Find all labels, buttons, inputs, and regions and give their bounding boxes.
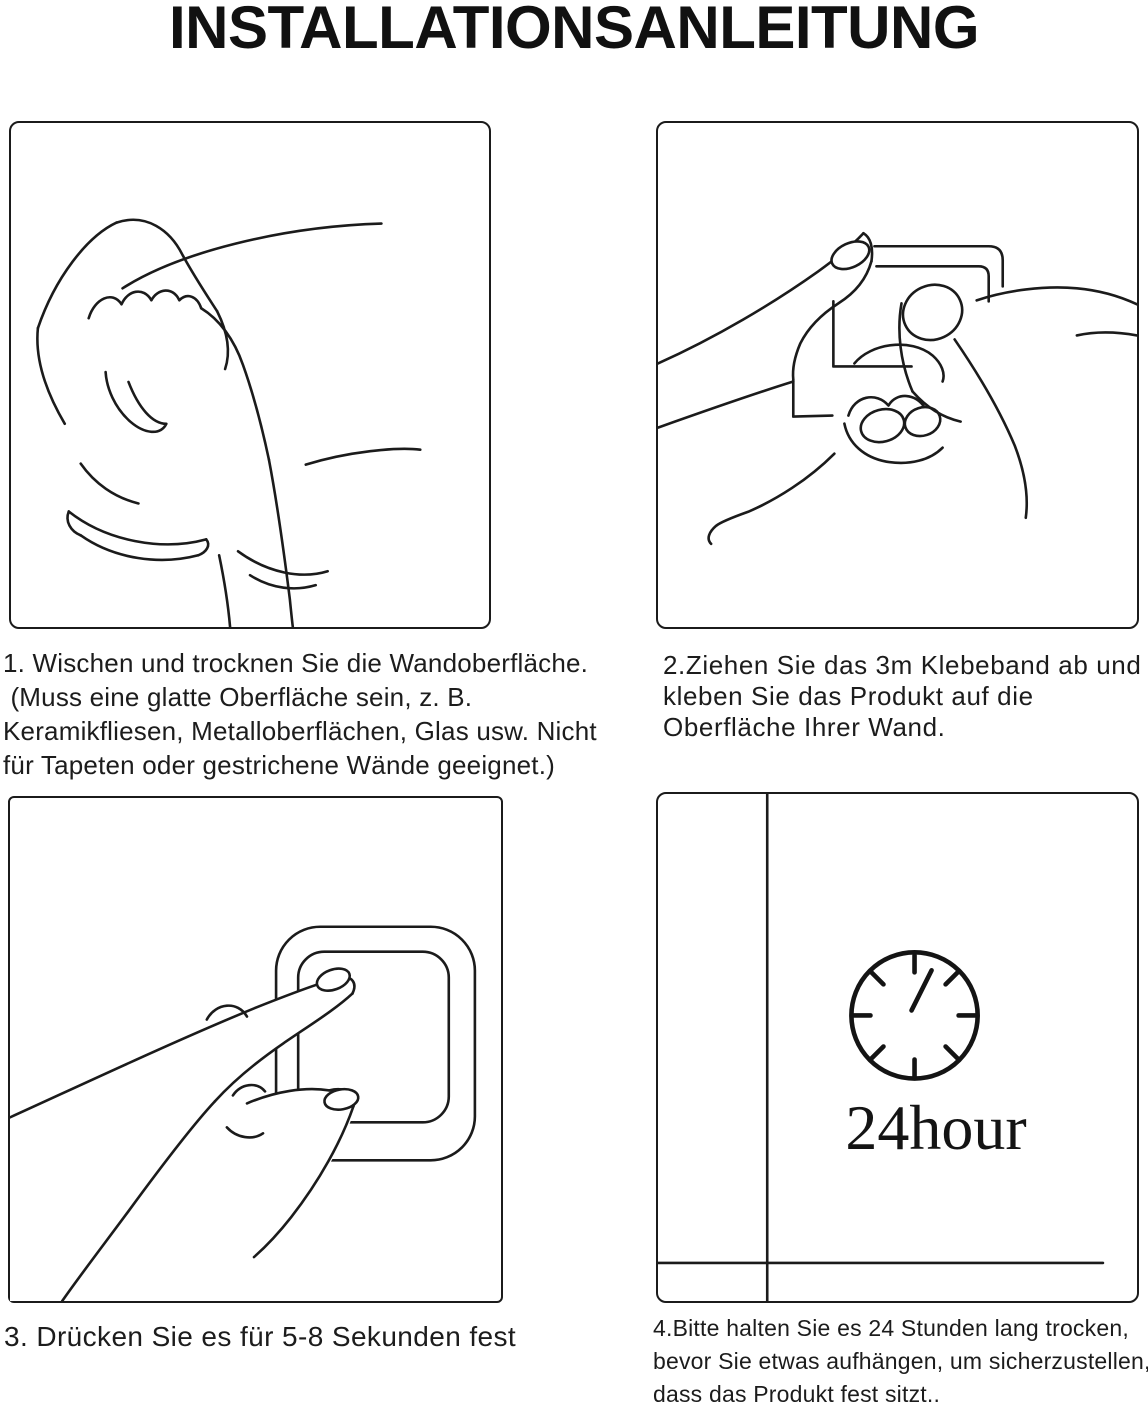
step1-panel: [9, 121, 491, 629]
step3-panel: [8, 796, 503, 1303]
finger-fill: [218, 1088, 357, 1259]
hand-wiping-wall-illustration: [36, 218, 422, 627]
step4-caption: 4.Bitte halten Sie es 24 Stunden lang tr…: [653, 1315, 1148, 1407]
step1-caption: 1. Wischen und trocknen Sie die Wandober…: [3, 648, 597, 780]
second-fingernail: [323, 1087, 360, 1111]
page-title: INSTALLATIONSANLEITUNG: [168, 0, 980, 61]
wiping-hand: [87, 289, 295, 627]
finger-pressing-pad-illustration: [10, 925, 477, 1301]
clock-label: 24hour: [845, 1092, 1027, 1163]
step3-caption: 3. Drücken Sie es für 5-8 Sekunden fest: [4, 1321, 517, 1352]
adhesive-plate: [791, 244, 1005, 418]
clock-hand: [909, 968, 934, 1013]
left-hand: [658, 231, 945, 546]
step2-caption: 2.Ziehen Sie das 3m Klebeband ab und kle…: [663, 650, 1142, 742]
wall-lines: [658, 794, 1105, 1301]
index-fingernail: [315, 967, 352, 992]
right-thumbnail: [901, 283, 964, 342]
left-index-fingernail: [830, 240, 871, 271]
clock-icon: [849, 950, 980, 1081]
step4-panel: [656, 792, 1139, 1303]
wait-24-hours-clock-illustration: [658, 794, 1105, 1301]
motion-lines: [121, 222, 422, 466]
curled-fingertip: [859, 407, 906, 444]
curled-fingertip: [903, 405, 942, 438]
cloth: [36, 218, 329, 590]
hands-peeling-3m-tape-illustration: [658, 231, 1137, 546]
right-hand: [898, 283, 1137, 520]
pressing-hand: [10, 967, 360, 1301]
step2-panel: [656, 121, 1139, 629]
